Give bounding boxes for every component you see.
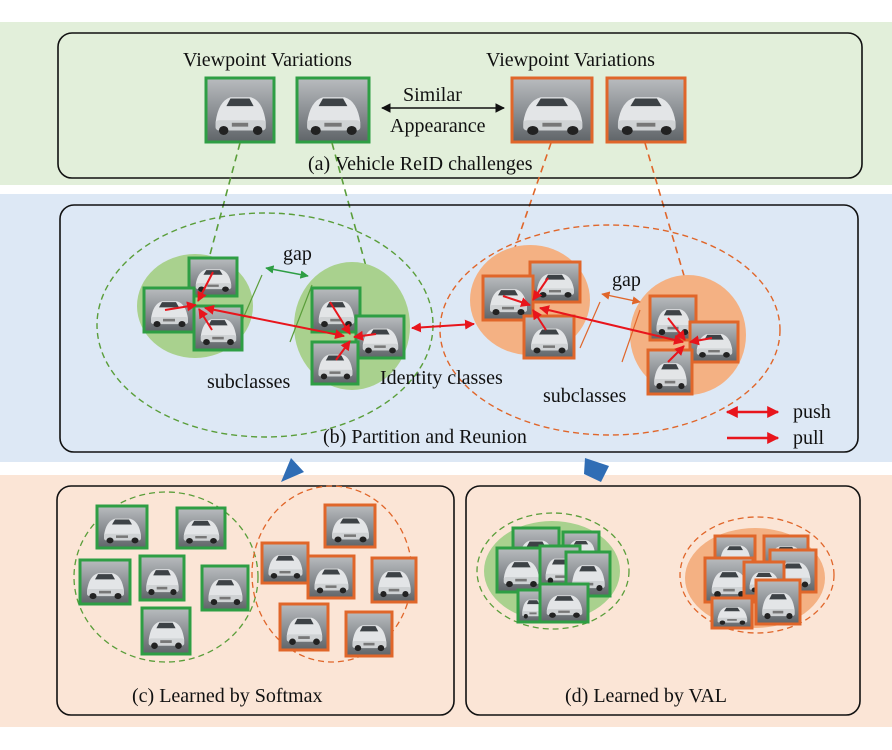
appearance-label: Appearance [390,115,486,137]
car-image-c-green-1 [95,504,149,550]
car-image-b-orange-6 [646,348,694,396]
flow-arrow-down-icon [584,458,609,482]
car-image-c-green-2 [175,506,227,550]
car-image-c-green-6 [140,606,192,656]
panel-c-frame [56,485,455,716]
panel-b-frame [59,204,859,453]
car-image-d-green-3 [495,546,547,594]
force-arrows [164,271,713,363]
car-image-d-orange-7 [710,596,754,630]
viewpoint-label-left: Viewpoint Variations [183,49,352,71]
car-image-c-green-4 [138,554,186,602]
car-image-b-green-1 [187,256,239,298]
gap-arrow-left [265,265,309,279]
car-image-c-green-5 [200,564,250,612]
val-ellipse-orange [679,516,835,634]
caption-c: (c) Learned by Softmax [132,685,322,707]
car-image-a4 [605,76,687,144]
identity-classes-label: Identity classes [380,367,503,389]
flow-arrow-up-icon [281,458,304,482]
gap-label-left: gap [283,243,312,265]
val-ellipse-green [476,512,630,630]
panel-a-frame [57,32,863,179]
car-image-c-orange-4 [370,556,418,604]
car-image-b-orange-3 [522,314,576,360]
subclasses-label-right: subclasses [543,385,627,407]
car-image-b-orange-5 [688,320,740,364]
caption-d: (d) Learned by VAL [565,685,727,707]
car-image-a3 [510,76,594,144]
softmax-ellipse-green [73,491,259,663]
gap-arrow-right [601,291,641,305]
car-image-b-green-6 [310,340,360,386]
car-image-c-green-3 [78,558,132,606]
legend-pull-label: pull [793,427,825,449]
car-image-a2 [295,76,371,144]
car-image-a1 [204,76,276,144]
caption-a: (a) Vehicle ReID challenges [308,153,533,175]
caption-b: (b) Partition and Reunion [323,426,527,448]
car-image-b-orange-1 [528,260,582,304]
car-image-c-orange-1 [323,503,377,549]
gap-label-right: gap [612,269,641,291]
panel-d-frame [465,485,861,716]
car-image-d-green-7 [538,582,590,624]
similar-label: Similar [403,84,462,106]
car-image-b-green-5 [354,314,406,360]
viewpoint-label-right: Viewpoint Variations [486,49,655,71]
car-image-c-orange-3 [306,554,356,600]
car-image-c-orange-5 [278,602,330,652]
subclasses-label-left: subclasses [207,371,291,393]
legend-push-label: push [793,401,831,423]
car-image-d-orange-6 [754,578,802,626]
car-image-c-orange-6 [344,610,394,658]
identity-ellipse-orange [439,224,781,436]
car-image-c-orange-2 [260,541,310,585]
